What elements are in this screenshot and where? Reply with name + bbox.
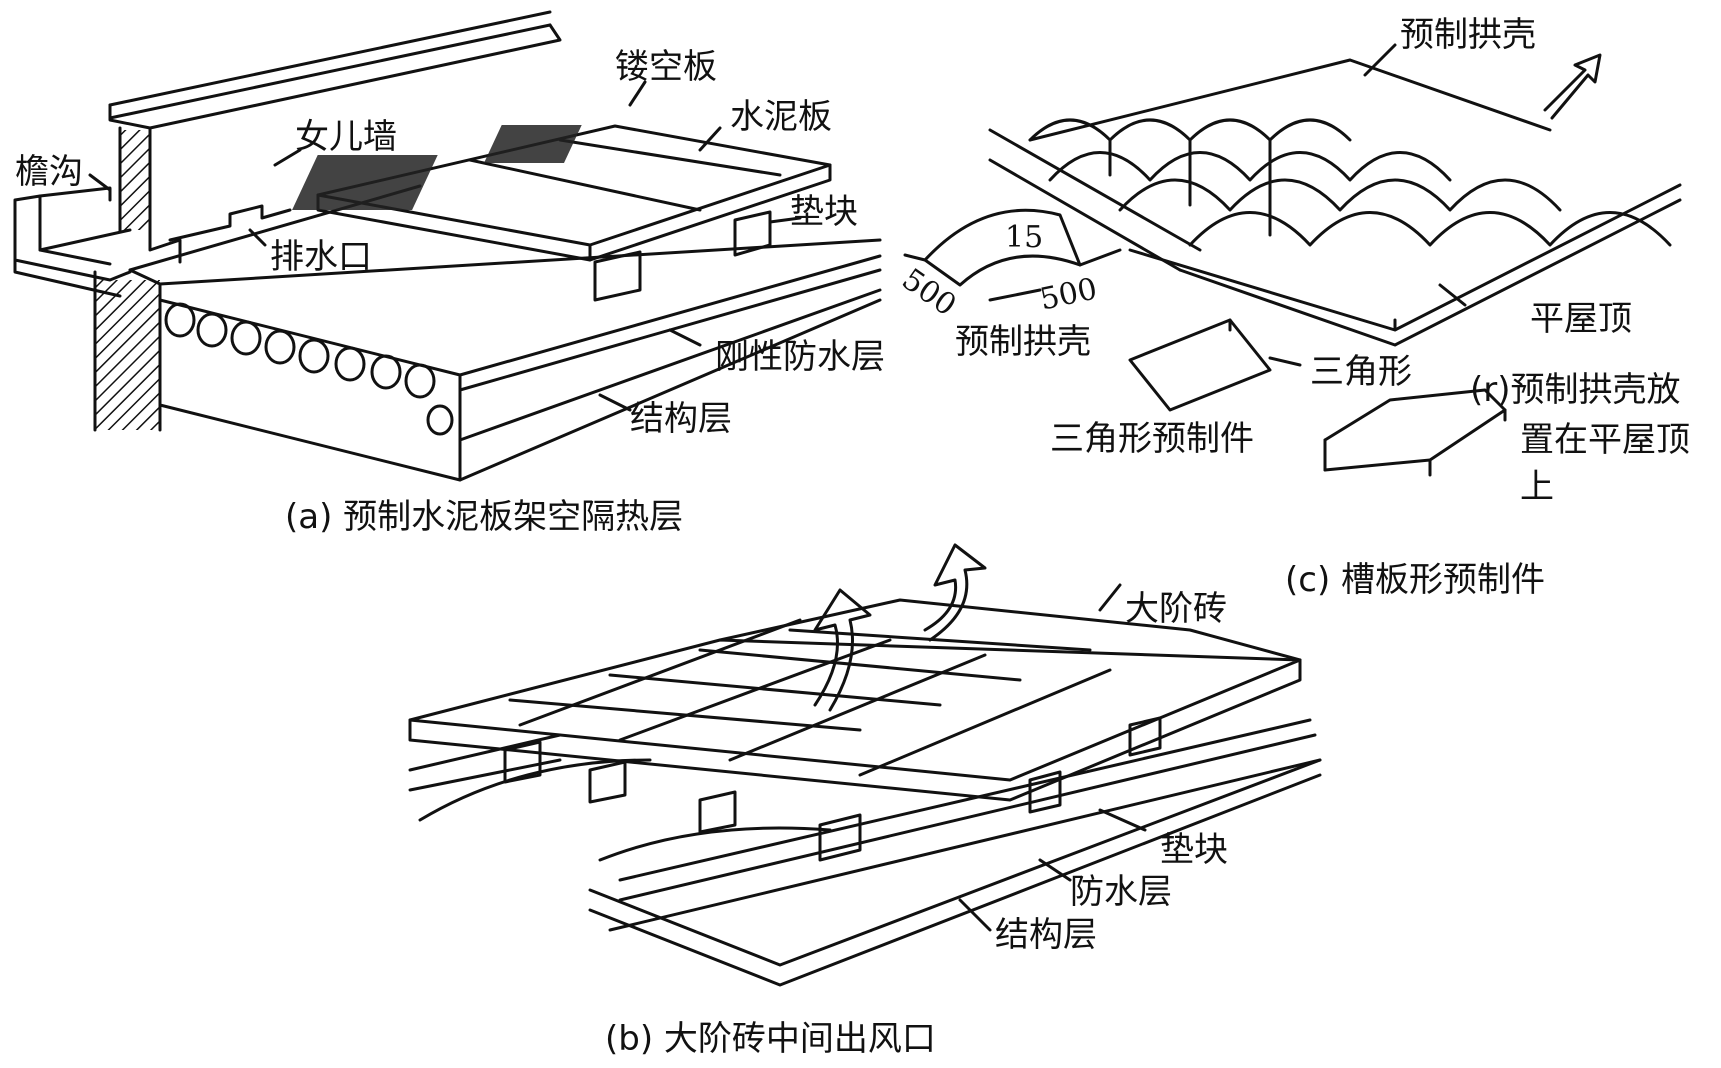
label-precast-arch-top: 预制拱壳: [1400, 15, 1536, 55]
label-eaves-gutter: 檐沟: [15, 152, 83, 192]
label-structural-layer-a: 结构层: [630, 399, 732, 439]
label-large-brick: 大阶砖: [1125, 589, 1227, 629]
label-drain-outlet: 排水口: [270, 237, 372, 277]
label-note-line3: 上: [1520, 467, 1554, 507]
panel-b-drawing: [408, 543, 1322, 987]
arch-shells: [1028, 58, 1672, 247]
label-structural-layer-b: 结构层: [995, 915, 1097, 955]
label-waterproof-b: 防水层: [1070, 872, 1172, 912]
label-triangle: 三角形: [1310, 352, 1412, 392]
label-flat-roof: 平屋顶: [1530, 299, 1632, 339]
label-cement-slab: 水泥板: [730, 97, 832, 137]
label-pad-block-b: 垫块: [1160, 830, 1228, 870]
label-note-line1: (r)预制拱壳放: [1470, 370, 1681, 410]
panel-a-drawing: [13, 10, 882, 482]
hollow-core-circles: [164, 302, 454, 436]
caption-c: (c) 槽板形预制件: [1285, 560, 1546, 600]
caption-a: (a) 预制水泥板架空隔热层: [285, 497, 684, 537]
label-rigid-waterproof: 刚性防水层: [715, 337, 885, 377]
label-parapet: 女儿墙: [295, 117, 397, 157]
label-pad-block-a: 垫块: [790, 192, 858, 232]
label-precast-arch: 预制拱壳: [955, 322, 1091, 362]
label-hollow-slab: 镂空板: [615, 47, 717, 87]
label-note-line2: 置在平屋顶: [1520, 420, 1690, 460]
panel-c-drawing: [903, 43, 1682, 477]
label-triangle-precast: 三角形预制件: [1050, 419, 1254, 459]
caption-b: (b) 大阶砖中间出风口: [605, 1019, 936, 1059]
dim-15: 15: [1005, 220, 1044, 255]
